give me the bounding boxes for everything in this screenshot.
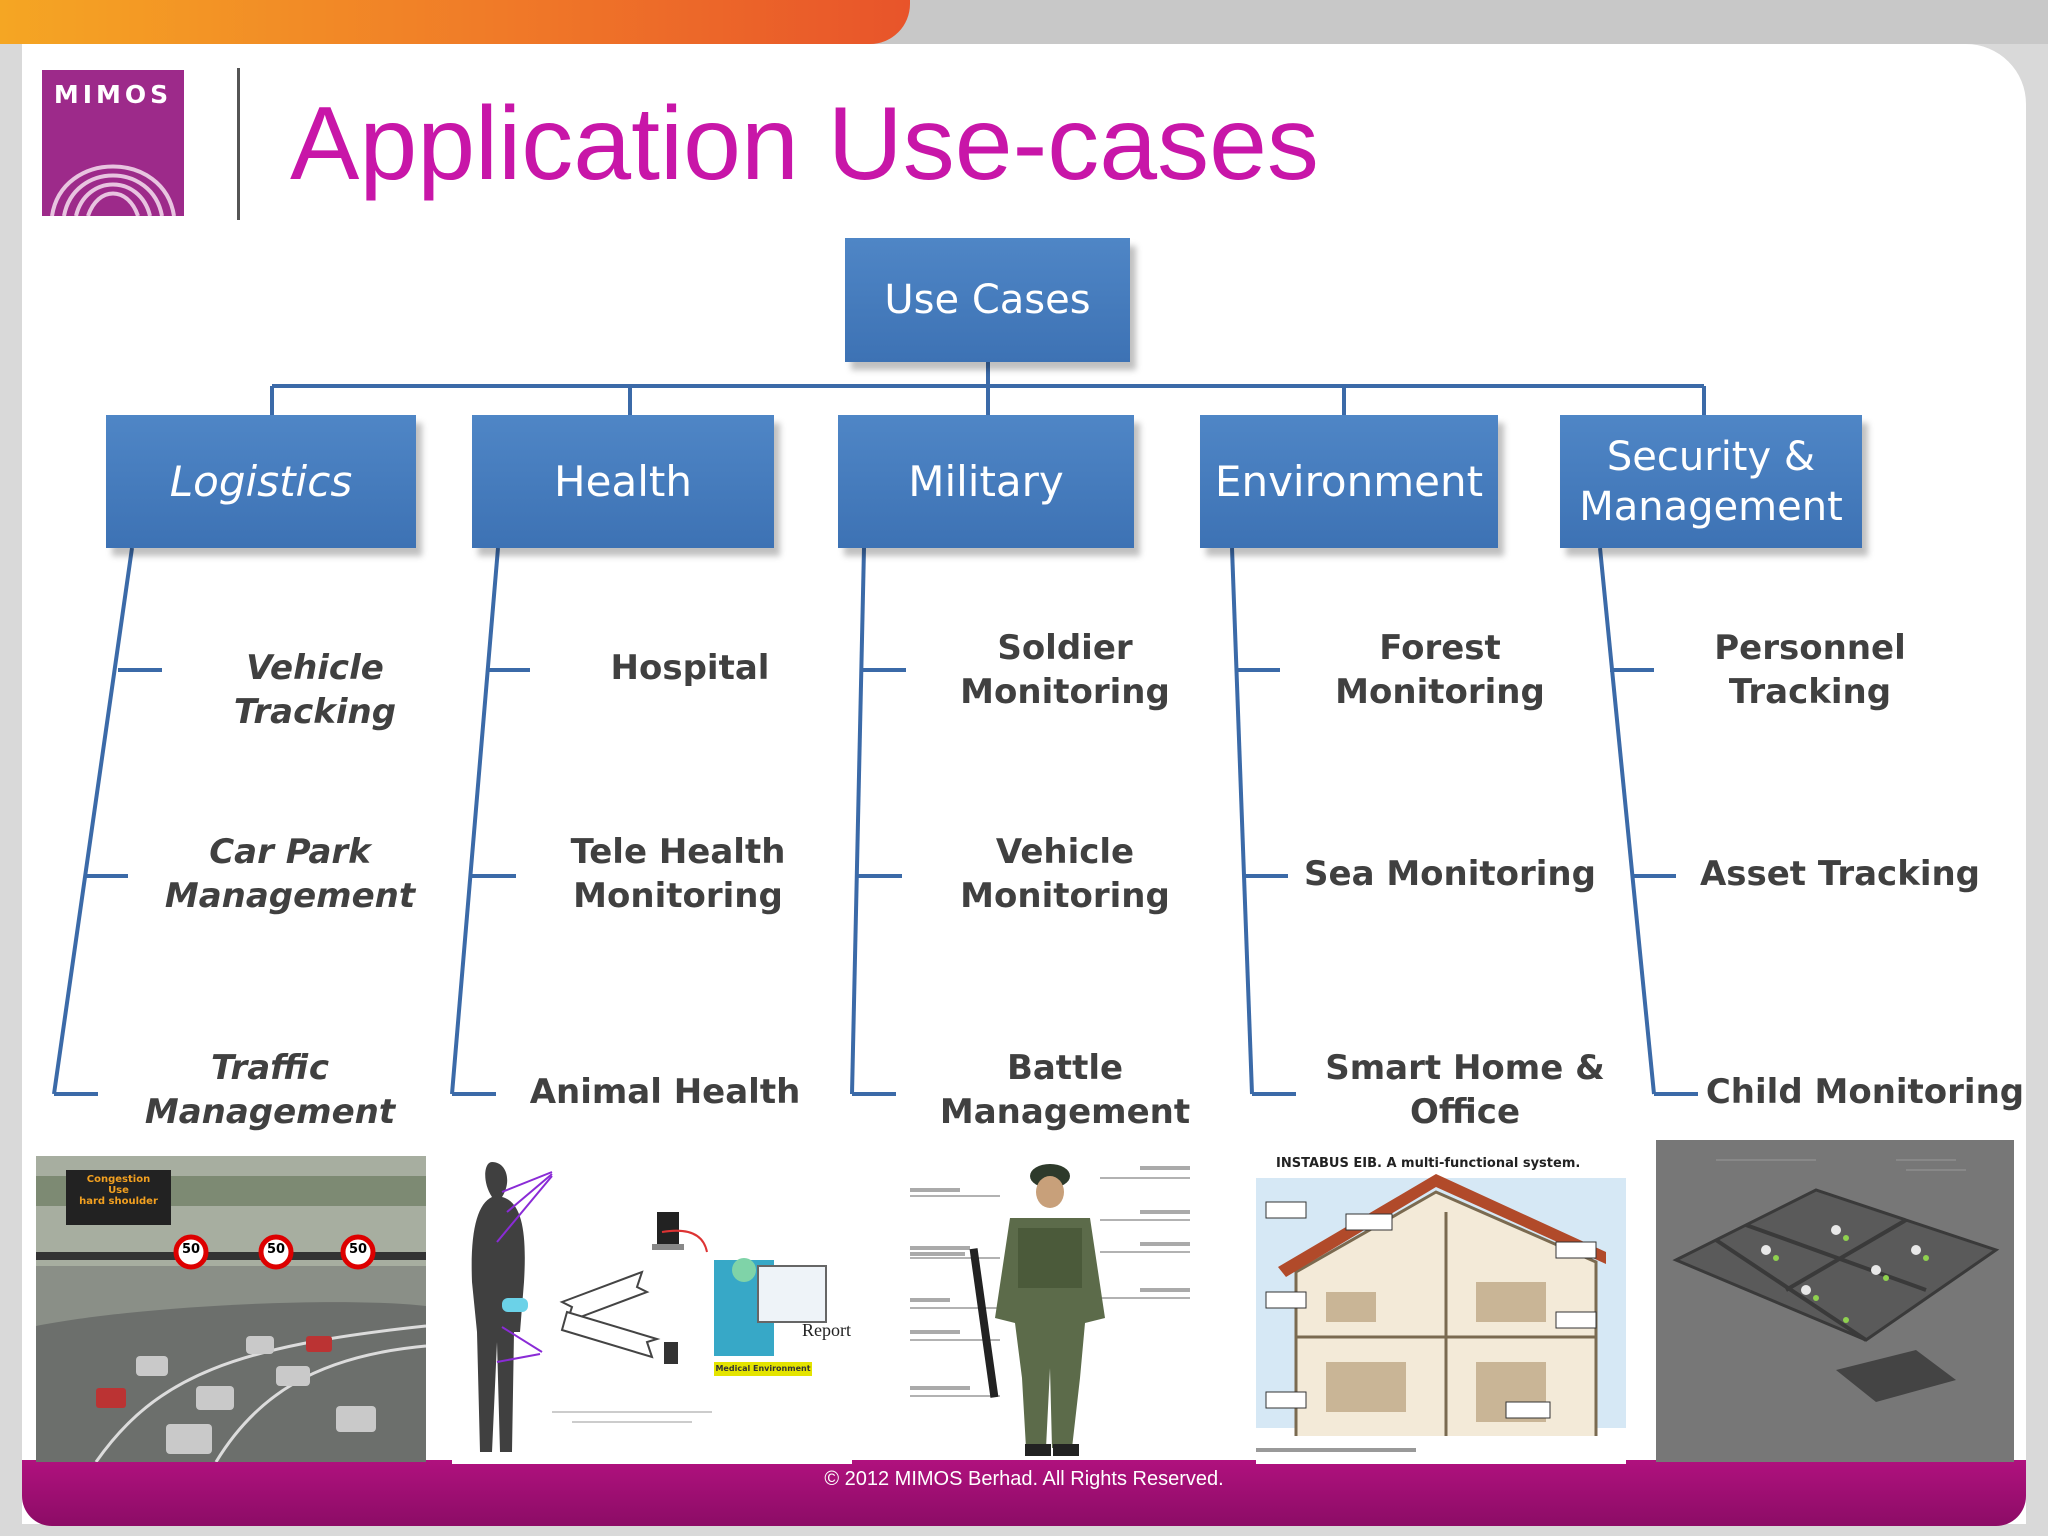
traffic-sign-line: Use — [108, 1185, 129, 1196]
leaf-personnel-tracking: Personnel Tracking — [1714, 628, 1906, 712]
logo-arcs-icon — [50, 164, 176, 216]
footer-band — [22, 1460, 2026, 1526]
soldier-image — [900, 1148, 1210, 1460]
category-label: Logistics — [169, 457, 353, 506]
leaf-tele-health: Tele Health Monitoring — [570, 832, 786, 916]
use-case-tree — [52, 362, 1706, 1096]
leaf-vehicle-monitoring: Vehicle Monitoring — [960, 832, 1170, 916]
leaf-vehicle-tracking: Vehicle Tracking — [233, 648, 397, 732]
category-label: Security & Management — [1579, 433, 1843, 530]
category-label: Military — [908, 457, 1064, 506]
leaf-forest-monitoring: Forest Monitoring — [1335, 628, 1545, 712]
copyright-text: © 2012 MIMOS Berhad. All Rights Reserved… — [824, 1468, 1224, 1490]
category-label: Health — [554, 457, 692, 506]
category-trunk — [52, 547, 134, 1095]
health-image: Report Medical Environment — [452, 1152, 852, 1464]
category-trunk — [1230, 547, 1254, 1095]
root-label: Use Cases — [884, 277, 1091, 323]
leaf-soldier-monitoring: Soldier Monitoring — [960, 628, 1170, 712]
page-title: Application Use-cases — [290, 86, 1319, 202]
title-separator — [237, 68, 240, 220]
category-box-environment: Environment — [1200, 415, 1498, 548]
category-trunk — [1598, 547, 1656, 1095]
leaf-hospital: Hospital — [610, 648, 770, 688]
category-box-health: Health — [472, 415, 774, 548]
category-trunk — [450, 547, 500, 1095]
traffic-sign-line: hard shoulder — [79, 1196, 158, 1207]
leaf-smart-home: Smart Home & Office — [1325, 1048, 1605, 1132]
mimos-logo: MIMOS — [42, 70, 184, 216]
smart-home-caption: INSTABUS EIB. A multi-functional system. — [1276, 1156, 1581, 1171]
health-report-text: Report — [802, 1320, 851, 1340]
logo-text: MIMOS — [53, 80, 173, 109]
category-box-military: Military — [838, 415, 1134, 548]
leaf-car-park: Car Park Management — [164, 832, 416, 916]
asset-monitoring-image — [1656, 1140, 2014, 1462]
health-env-text: Medical Environment — [715, 1364, 811, 1373]
traffic-sign-line: Congestion — [86, 1174, 151, 1185]
category-label: Environment — [1214, 457, 1484, 506]
traffic-image: Congestion Use hard shoulder 50 50 50 — [36, 1156, 426, 1462]
smart-home-image: INSTABUS EIB. A multi-functional system. — [1256, 1152, 1626, 1464]
root-box: Use Cases — [845, 238, 1130, 362]
category-box-logistics: Logistics — [106, 415, 416, 548]
leaf-battle-management: Battle Management — [939, 1048, 1191, 1132]
speed-limit-text: 50 — [348, 1242, 368, 1257]
speed-limit-text: 50 — [181, 1242, 201, 1257]
top-accent-bar — [0, 0, 910, 44]
leaf-animal-health: Animal Health — [529, 1072, 801, 1112]
category-box-security: Security & Management — [1560, 415, 1862, 548]
leaf-child-monitoring: Child Monitoring — [1705, 1072, 2025, 1112]
leaf-asset-tracking: Asset Tracking — [1699, 854, 1981, 894]
speed-limit-text: 50 — [266, 1242, 286, 1257]
leaf-traffic: Traffic Management — [144, 1048, 396, 1132]
leaf-sea-monitoring: Sea Monitoring — [1304, 854, 1596, 894]
category-trunk — [850, 547, 866, 1095]
